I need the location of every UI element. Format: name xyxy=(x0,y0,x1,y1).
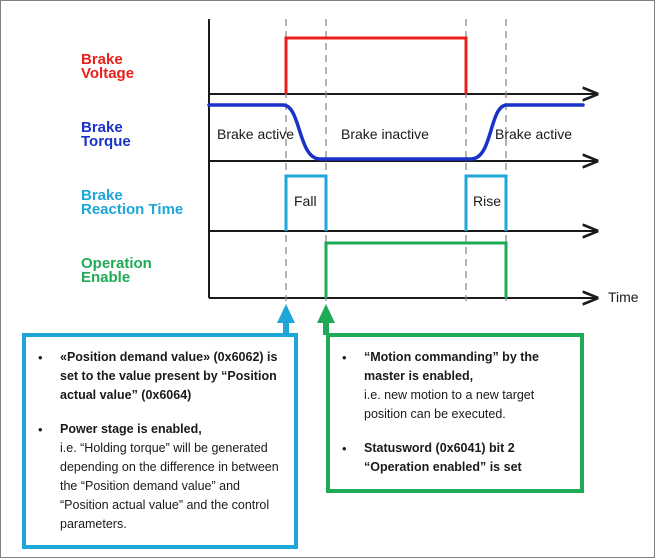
motion-enable-note: “Motion commanding” by the master is ena… xyxy=(326,333,584,493)
reaction-time-label-1: Brake xyxy=(81,187,123,204)
operation-enable-trace xyxy=(324,241,508,298)
reaction-rise-label: Rise xyxy=(473,193,501,209)
note-right-item-2-head: Statusword (0x6041) bit 2 “Operation ena… xyxy=(364,441,522,474)
reaction-rise-pulse xyxy=(464,174,508,231)
brake-torque-label-2: Torque xyxy=(81,133,131,150)
note-left-item-2-body: i.e. “Holding torque” will be generated … xyxy=(60,441,279,531)
operation-enable-label-1: Operation xyxy=(81,255,152,272)
brake-voltage-label-1: Brake xyxy=(81,51,123,68)
operation-enable-label-2: Enable xyxy=(81,269,130,286)
power-stage-note-list: «Position demand value» (0x6062) is set … xyxy=(30,348,286,534)
time-axis-label: Time xyxy=(608,289,639,305)
brake-voltage-label-2: Voltage xyxy=(81,65,134,82)
left-callout-arrowhead xyxy=(277,304,295,323)
reaction-fall-pulse xyxy=(284,174,328,231)
brake-torque-trace xyxy=(207,103,585,161)
right-callout-stem xyxy=(323,321,329,335)
note-left-item-1: «Position demand value» (0x6062) is set … xyxy=(30,348,286,405)
reaction-fall-label: Fall xyxy=(294,193,317,209)
state-brake-active-right: Brake active xyxy=(495,126,572,142)
note-right-item-1-head: “Motion commanding” by the master is ena… xyxy=(364,350,539,383)
brake-voltage-trace xyxy=(284,36,468,94)
state-brake-active-left: Brake active xyxy=(217,126,294,142)
state-brake-inactive: Brake inactive xyxy=(341,126,429,142)
reaction-time-label-2: Reaction Time xyxy=(81,201,183,218)
note-right-item-2: Statusword (0x6041) bit 2 “Operation ena… xyxy=(334,439,572,477)
note-right-item-1: “Motion commanding” by the master is ena… xyxy=(334,348,572,424)
motion-enable-note-list: “Motion commanding” by the master is ena… xyxy=(334,348,572,477)
note-left-item-2-head: Power stage is enabled, xyxy=(60,422,202,436)
note-right-item-1-body: i.e. new motion to a new target position… xyxy=(364,388,535,421)
note-left-item-2: Power stage is enabled, i.e. “Holding to… xyxy=(30,420,286,534)
note-left-item-1-head: «Position demand value» (0x6062) is set … xyxy=(60,350,278,402)
brake-torque-label-1: Brake xyxy=(81,119,123,136)
left-callout-stem xyxy=(283,321,289,335)
right-callout-arrowhead xyxy=(317,304,335,323)
power-stage-note: «Position demand value» (0x6062) is set … xyxy=(22,333,298,549)
